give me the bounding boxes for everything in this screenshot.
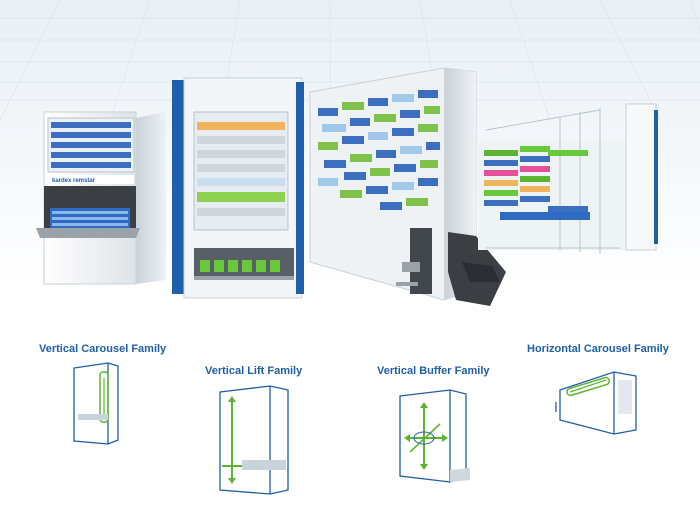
horizontal-carousel-machine (478, 103, 658, 254)
vertical-carousel-machine: kardex remstar (36, 111, 166, 285)
horizontal-carousel-diagram-icon (555, 371, 637, 435)
vertical-buffer-machine (309, 67, 506, 306)
family-label-vertical-lift: Vertical Lift Family (205, 365, 303, 377)
vertical-buffer-diagram-icon (399, 389, 470, 483)
brand-wordmark: kardex remstar (52, 178, 96, 184)
family-label-horizontal-carousel: Horizontal Carousel Family (527, 343, 669, 355)
vertical-carousel-diagram-icon (73, 362, 119, 445)
vertical-lift-machine (172, 77, 304, 299)
family-label-vertical-carousel: Vertical Carousel Family (39, 343, 167, 355)
family-label-vertical-buffer: Vertical Buffer Family (377, 365, 490, 377)
vertical-lift-diagram-icon (219, 385, 289, 495)
